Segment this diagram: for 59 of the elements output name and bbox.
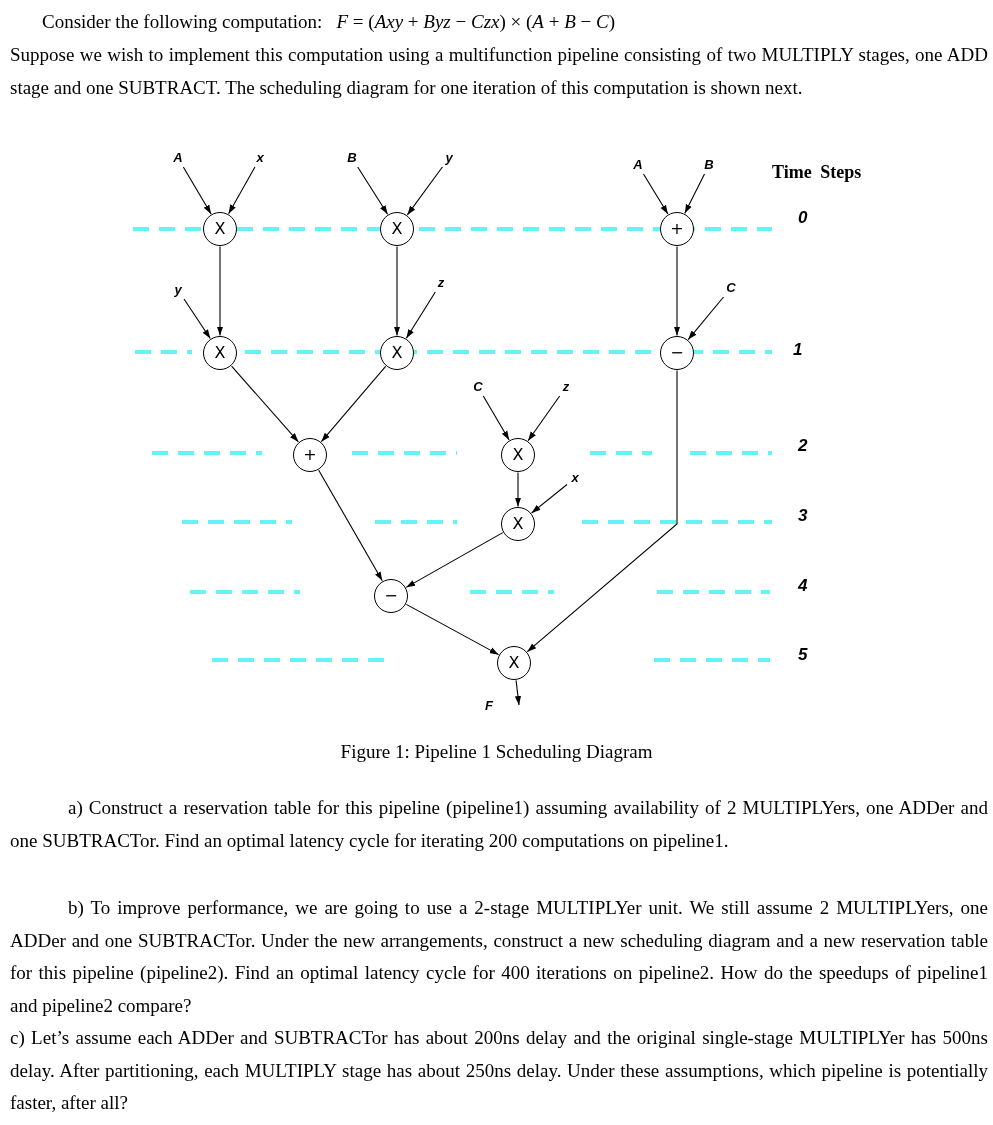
- operation-circle: X: [203, 336, 237, 370]
- paragraph: Suppose we wish to implement this computation using a multifunction pipeline consisting of two MULTIPLY stages, one ADD stage and one SUBTRACT. The scheduling diagram for one iteration of this computation is shown next.: [10, 43, 988, 100]
- question-paragraph: a) Construct a reservation table for this pipeline (pipeline1) assuming availability of 2 MULTIPLYers, one ADDer and one SUBTRACTor. Find an optimal latency cycle for iterating 200 computations on pipeline1.: [10, 796, 988, 853]
- operation-circle: X: [501, 438, 535, 472]
- input-variable: B: [344, 149, 360, 167]
- arrow: [514, 679, 522, 706]
- arrow: [526, 369, 678, 653]
- arrow: [231, 365, 299, 443]
- input-variable: A: [630, 156, 646, 174]
- arrow: [531, 483, 568, 514]
- arrow: [318, 469, 383, 582]
- input-variable: B: [701, 156, 717, 174]
- arrow: [514, 471, 522, 508]
- input-variable: C: [723, 279, 739, 297]
- operation-circle: X: [203, 212, 237, 246]
- operation-circle: +: [293, 438, 327, 472]
- operation-circle: −: [660, 336, 694, 370]
- operation-circle: X: [380, 212, 414, 246]
- operation-circle: −: [374, 579, 408, 613]
- operation-circle: +: [660, 212, 694, 246]
- arrow: [320, 365, 387, 443]
- figure-caption: Figure 1: Pipeline 1 Scheduling Diagram: [339, 740, 654, 764]
- column-heading: Time Steps: [772, 161, 862, 184]
- question-paragraph: b) To improve performance, we are going to use a 2-stage MULTIPLYer unit. We still assume 2 MULTIPLYers, one ADDer and one SUBTRACTor. Under the new arrangements, construct a new scheduling diagram and a new reservation table for this pipeline (pipeline2). Find an optimal latency cycle for 400 iterations on pipeline2. How do the speedups of pipeline1 and pipeline2 compare?: [10, 896, 988, 1019]
- arrow: [642, 173, 669, 215]
- time-step-number: 3: [798, 506, 808, 526]
- operation-circle: X: [501, 507, 535, 541]
- arrow: [406, 166, 443, 216]
- time-step-number: 4: [798, 576, 808, 596]
- question-paragraph: c) Let’s assume each ADDer and SUBTRACTor has about 200ns delay and the original single-stage MULTIPLYer has 500ns delay. After partitioning, each MULTIPLY stage has about 250ns delay. Under these assumptions, which pipeline is potentially faster, after all?: [10, 1026, 988, 1116]
- arrow: [228, 166, 256, 215]
- arrow: [183, 298, 211, 339]
- arrow: [393, 245, 401, 337]
- input-variable: x: [567, 469, 583, 487]
- arrow: [405, 291, 436, 339]
- input-variable: y: [441, 149, 457, 167]
- input-variable: C: [470, 378, 486, 396]
- arrow: [216, 245, 224, 337]
- arrow: [182, 166, 212, 215]
- input-variable: z: [433, 274, 449, 292]
- time-step-number: 5: [798, 645, 808, 665]
- input-variable: A: [170, 149, 186, 167]
- input-variable: z: [558, 378, 574, 396]
- arrow: [357, 166, 389, 215]
- input-variable: x: [252, 149, 268, 167]
- operation-circle: X: [497, 646, 531, 680]
- arrow: [673, 245, 681, 337]
- arrow: [527, 395, 561, 442]
- arrow: [687, 296, 725, 341]
- arrow: [405, 603, 500, 656]
- time-step-number: 2: [798, 436, 808, 456]
- operation-circle: X: [380, 336, 414, 370]
- time-step-number: 1: [793, 340, 803, 360]
- time-step-number: 0: [798, 208, 808, 228]
- arrow: [482, 395, 510, 441]
- intro-sentence: Consider the following computation: F = (Axy + Byz − Czx) × (A + B − C): [42, 10, 617, 34]
- input-variable: y: [170, 281, 186, 299]
- arrow: [405, 532, 504, 588]
- arrow: [684, 173, 706, 214]
